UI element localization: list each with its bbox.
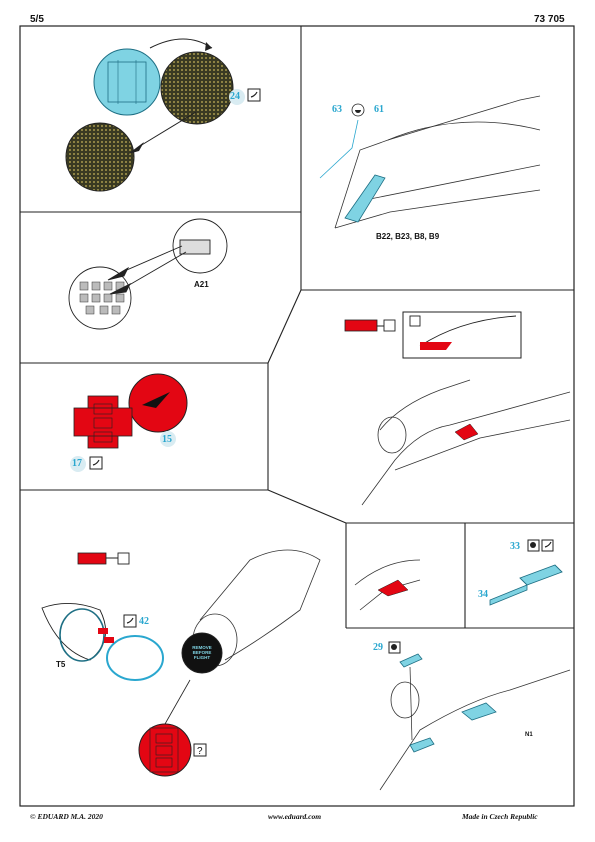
panel-7-drawing [354, 559, 421, 611]
footer-origin: Made in Czech Republic [462, 812, 538, 821]
plug-text: REMOVE BEFORE FLIGHT [192, 645, 212, 660]
svg-text:?: ? [197, 746, 203, 757]
part-42-label: 42 [139, 616, 149, 627]
part-29-label: 29 [373, 642, 383, 653]
part-17-label: 17 [72, 458, 82, 469]
panel-5-drawing [70, 373, 188, 472]
page-frame [19, 25, 575, 807]
panel-2-drawing [319, 95, 541, 229]
part-61-label: 61 [374, 104, 384, 115]
panel-dividers [20, 26, 574, 629]
part-24-label: 24 [230, 91, 240, 102]
panel-8-drawing [489, 539, 563, 606]
footer-website: www.eduard.com [268, 812, 322, 821]
part-15-label: 15 [162, 434, 172, 445]
product-code: 73 705 [534, 14, 565, 25]
footer-copyright: © EDUARD M.A. 2020 [30, 812, 103, 821]
part-63-label: 63 [332, 104, 342, 115]
part-34-label: 34 [478, 589, 488, 600]
part-n1-label: N1 [525, 732, 533, 738]
kit-part-a21-label: A21 [194, 280, 209, 289]
panel-6-drawing: ? [41, 549, 321, 777]
part-t5-label: T5 [56, 660, 66, 669]
panel-9-drawing [379, 641, 571, 791]
page-number: 5/5 [30, 14, 44, 25]
panel-1-drawing [65, 38, 261, 192]
kit-parts-b-label: B22, B23, B8, B9 [376, 232, 440, 241]
panel-3-drawing [68, 218, 228, 330]
part-33-label: 33 [510, 541, 520, 552]
panel-4-drawing [344, 311, 571, 506]
